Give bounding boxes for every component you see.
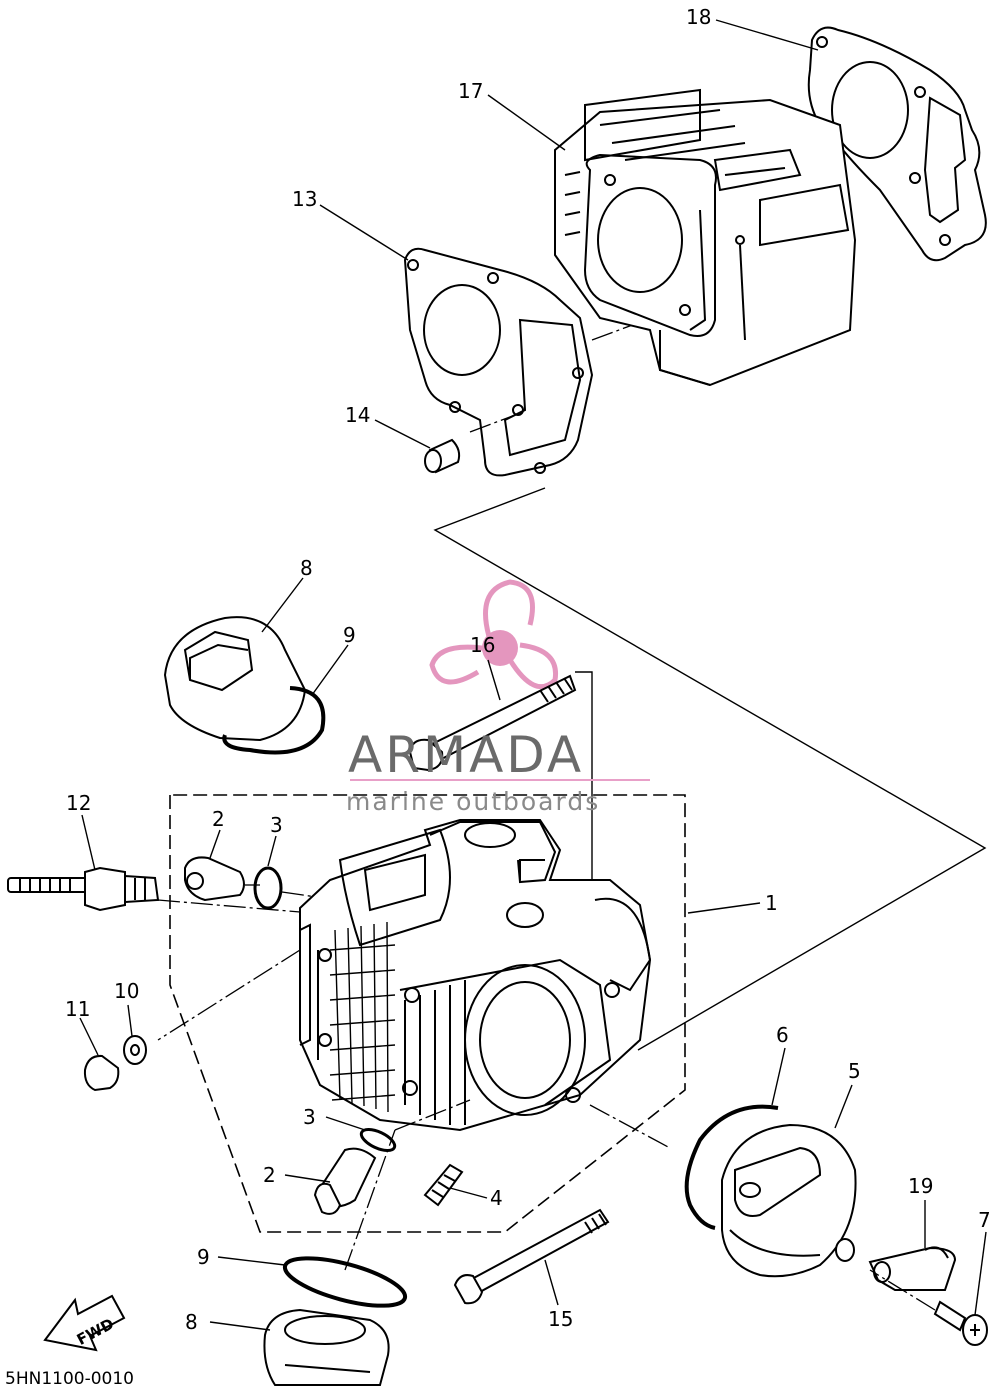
callout-9-bottom: 9 (197, 1245, 210, 1269)
part-4-dowel (423, 1163, 464, 1207)
head-assembly-boundary (169, 794, 686, 1233)
part-12-spark-plug (7, 866, 301, 913)
logo-hub (482, 630, 518, 666)
callout-labels: 18 17 13 14 8 9 16 12 2 3 1 10 11 6 5 3 … (65, 5, 991, 1334)
part-15-bolt (453, 1104, 671, 1305)
callout-19: 19 (908, 1174, 933, 1198)
callout-2-top: 2 (212, 807, 225, 831)
logo-blade-top (483, 579, 535, 641)
part-8-cap-top (163, 616, 307, 742)
callout-7: 7 (978, 1208, 991, 1232)
callout-6: 6 (776, 1023, 789, 1047)
watermark-brand: ARMADA (348, 726, 584, 784)
callout-10: 10 (114, 979, 139, 1003)
callout-4: 4 (490, 1186, 503, 1210)
part-9-oring-top (222, 686, 326, 755)
callout-3-bottom: 3 (303, 1105, 316, 1129)
part-2-plug-top (184, 856, 260, 902)
part-5-cover (721, 1123, 857, 1278)
part-8-cap-bottom (263, 1308, 390, 1386)
part-17-cylinder (554, 88, 857, 387)
callout-15: 15 (548, 1307, 573, 1331)
callout-2-bottom: 2 (263, 1163, 276, 1187)
head-cooling-mesh (329, 921, 396, 1113)
callout-18: 18 (686, 5, 711, 29)
leader-lines (79, 19, 987, 1331)
part-18-gasket (807, 26, 987, 262)
part-19-bracket (868, 1246, 957, 1291)
armada-logo-icon (429, 579, 559, 690)
part-6-oring (684, 1104, 779, 1230)
callout-5: 5 (848, 1059, 861, 1083)
part-13-gasket (403, 247, 594, 477)
fwd-arrow-icon: FWD (43, 1294, 126, 1352)
callout-8-bottom: 8 (185, 1310, 198, 1334)
callout-13: 13 (292, 187, 317, 211)
part-1-cylinder-head (157, 819, 652, 1132)
part-9-oring-bottom (282, 1129, 408, 1308)
part-2-plug-bottom (313, 1147, 377, 1215)
callout-8-top: 8 (300, 556, 313, 580)
callout-3-top: 3 (270, 813, 283, 837)
logo-blade-left (429, 644, 496, 685)
drawing-code: 5HN1100-0010 (5, 1369, 134, 1389)
callout-9-top: 9 (343, 623, 356, 647)
callout-17: 17 (458, 79, 483, 103)
part-3-oring-bottom (359, 1099, 471, 1153)
callout-11: 11 (65, 997, 90, 1021)
part-11-cap-nut (83, 1054, 120, 1092)
part-10-washer (123, 1035, 147, 1065)
logo-blade-right (507, 642, 559, 690)
watermark-tagline: marine outboards (346, 787, 600, 816)
part-14-dowel (424, 438, 461, 474)
callout-16: 16 (470, 633, 495, 657)
callout-1: 1 (765, 891, 778, 915)
armada-watermark: ARMADA marine outboards (346, 726, 650, 816)
callout-12: 12 (66, 791, 91, 815)
callout-14: 14 (345, 403, 370, 427)
